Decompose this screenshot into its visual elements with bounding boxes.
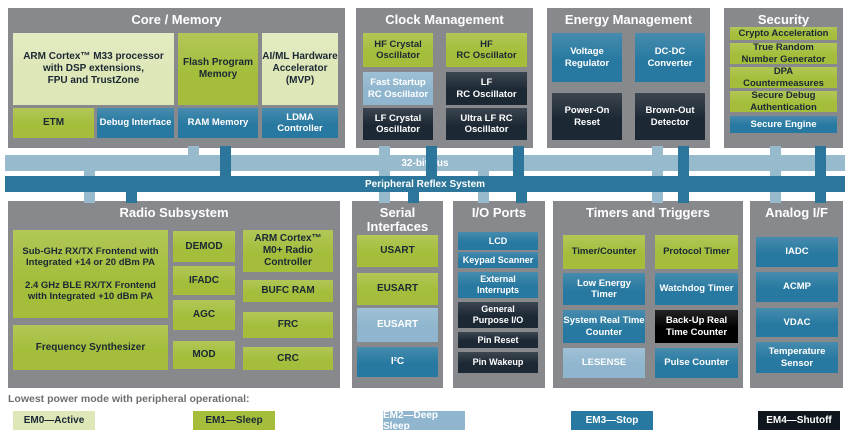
bus-connector xyxy=(652,146,663,156)
ram-memory-box: RAM Memory xyxy=(178,108,258,138)
core-memory-title: Core / Memory xyxy=(131,12,222,27)
voltage-regulator-box: Voltage Regulator xyxy=(552,33,622,82)
arm-cortex-m33-box: ARM Cortex™ M33 processor with DSP exten… xyxy=(13,33,174,105)
bus-peripheral-reflex-system: Peripheral Reflex System xyxy=(5,176,845,192)
external-interrupts-box: External Interrupts xyxy=(458,272,538,298)
etm-box: ETM xyxy=(13,108,94,138)
radio-subsystem-title: Radio Subsystem xyxy=(119,205,229,220)
usart-box: USART xyxy=(357,235,438,267)
hf-rc-oscillator-box: HF RC Oscillator xyxy=(446,33,527,67)
fast-startup-rc-oscillator-box: Fast Startup RC Oscillator xyxy=(363,72,433,105)
acmp-box: ACMP xyxy=(756,272,838,302)
hf-crystal-oscillator-box: HF Crystal Oscillator xyxy=(363,33,433,67)
analog-if-block: Analog I/F IADC ACMP VDAC Temperature Se… xyxy=(750,201,843,388)
debug-interface-box: Debug Interface xyxy=(97,108,174,138)
legend-em3-stop: EM3—Stop xyxy=(571,411,653,430)
bus-connector xyxy=(379,146,390,156)
system-rtc-box: System Real Time Counter xyxy=(563,310,645,343)
timers-triggers-title: Timers and Triggers xyxy=(585,205,711,220)
low-energy-timer-box: Low Energy Timer xyxy=(563,273,645,305)
bus-connector xyxy=(678,188,689,203)
timers-triggers-block: Timers and Triggers Timer/Counter Protoc… xyxy=(553,201,743,388)
lf-crystal-oscillator-box: LF Crystal Oscillator xyxy=(363,108,433,140)
bus-connector xyxy=(513,146,524,182)
io-ports-block: I/O Ports LCD Keypad Scanner External In… xyxy=(453,201,545,388)
legend-caption: Lowest power mode with peripheral operat… xyxy=(8,393,250,405)
dcdc-converter-box: DC-DC Converter xyxy=(635,33,705,82)
bus-connector xyxy=(126,188,137,203)
clock-management-block: Clock Management HF Crystal Oscillator H… xyxy=(356,8,533,148)
radio-subsystem-block: Radio Subsystem Sub-GHz RX/TX Frontend w… xyxy=(8,201,340,388)
timer-counter-box: Timer/Counter xyxy=(563,235,645,269)
legend-em1-sleep: EM1—Sleep xyxy=(193,411,275,430)
crypto-acceleration-box: Crypto Acceleration xyxy=(730,27,837,40)
serial-interfaces-block: Serial Interfaces USART EUSART EUSART I²… xyxy=(352,201,443,388)
m0-radio-controller-box: ARM Cortex™ M0+ Radio Controller xyxy=(243,230,333,272)
bufc-ram-box: BUFC RAM xyxy=(243,280,333,302)
protocol-timer-box: Protocol Timer xyxy=(655,235,738,269)
flash-program-memory-box: Flash Program Memory xyxy=(178,33,258,105)
power-on-reset-box: Power-On Reset xyxy=(552,93,622,140)
legend-em2-deep-sleep: EM2—Deep Sleep xyxy=(383,410,465,432)
backup-rtc-box: Back-Up Real Time Counter xyxy=(655,310,738,343)
lcd-box: LCD xyxy=(458,232,538,250)
pulse-counter-box: Pulse Counter xyxy=(655,348,738,378)
aiml-accelerator-box: AI/ML Hardware Accelerator (MVP) xyxy=(262,33,338,105)
bus-connector xyxy=(678,146,689,182)
bus-prs-label: Peripheral Reflex System xyxy=(364,178,486,190)
bus-connector xyxy=(220,146,231,182)
gpio-box: General Purpose I/O xyxy=(458,302,538,328)
legend-em0-active: EM0—Active xyxy=(13,411,95,430)
pin-wakeup-box: Pin Wakeup xyxy=(458,352,538,373)
brown-out-detector-box: Brown-Out Detector xyxy=(635,93,705,140)
secure-engine-box: Secure Engine xyxy=(730,116,837,133)
bus-32bit-label: 32-bit bus xyxy=(401,157,449,169)
security-title: Security xyxy=(757,12,810,27)
ifadc-box: IFADC xyxy=(173,266,235,295)
true-random-number-generator-box: True Random Number Generator xyxy=(730,42,837,65)
frequency-synthesizer-box: Frequency Synthesizer xyxy=(13,325,168,370)
secure-debug-authentication-box: Secure Debug Authentication xyxy=(730,90,837,113)
rf-frontend-box: Sub-GHz RX/TX Frontend with Integrated +… xyxy=(13,230,168,318)
bus-connector xyxy=(516,188,527,203)
ldma-controller-box: LDMA Controller xyxy=(262,108,338,138)
bus-connector xyxy=(770,146,781,156)
bus-connector xyxy=(815,146,826,182)
bus-connector xyxy=(188,146,199,156)
i2c-box: I²C xyxy=(357,347,438,377)
mod-box: MOD xyxy=(173,341,235,369)
frc-box: FRC xyxy=(243,312,333,338)
core-memory-block: Core / Memory ARM Cortex™ M33 processor … xyxy=(8,8,345,148)
bus-connector xyxy=(426,146,437,182)
energy-management-block: Energy Management Voltage Regulator DC-D… xyxy=(547,8,710,148)
eusart-box: EUSART xyxy=(357,273,438,305)
crc-box: CRC xyxy=(243,347,333,370)
lesense-box: LESENSE xyxy=(563,348,645,378)
dpa-countermeasures-box: DPA Countermeasures xyxy=(730,66,837,89)
vdac-box: VDAC xyxy=(756,308,838,337)
eusart-low-energy-box: EUSART xyxy=(357,308,438,342)
analog-if-title: Analog I/F xyxy=(765,205,828,220)
temperature-sensor-box: Temperature Sensor xyxy=(756,342,838,373)
energy-management-title: Energy Management xyxy=(564,12,693,27)
serial-interfaces-title: Serial Interfaces xyxy=(366,205,429,234)
lf-rc-oscillator-box: LF RC Oscillator xyxy=(446,72,527,105)
demod-box: DEMOD xyxy=(173,231,235,262)
bus-connector xyxy=(408,188,419,203)
io-ports-title: I/O Ports xyxy=(471,205,527,220)
watchdog-timer-box: Watchdog Timer xyxy=(655,273,738,305)
security-block: Security Crypto Acceleration True Random… xyxy=(724,8,843,148)
ultra-lf-rc-oscillator-box: Ultra LF RC Oscillator xyxy=(446,108,527,140)
clock-management-title: Clock Management xyxy=(385,12,504,27)
legend-em4-shutoff: EM4—Shutoff xyxy=(758,411,840,430)
pin-reset-box: Pin Reset xyxy=(458,332,538,348)
iadc-box: IADC xyxy=(756,237,838,267)
bus-32bit: 32-bit bus xyxy=(5,155,845,171)
bus-connector xyxy=(815,188,826,203)
keypad-scanner-box: Keypad Scanner xyxy=(458,252,538,268)
agc-box: AGC xyxy=(173,300,235,330)
